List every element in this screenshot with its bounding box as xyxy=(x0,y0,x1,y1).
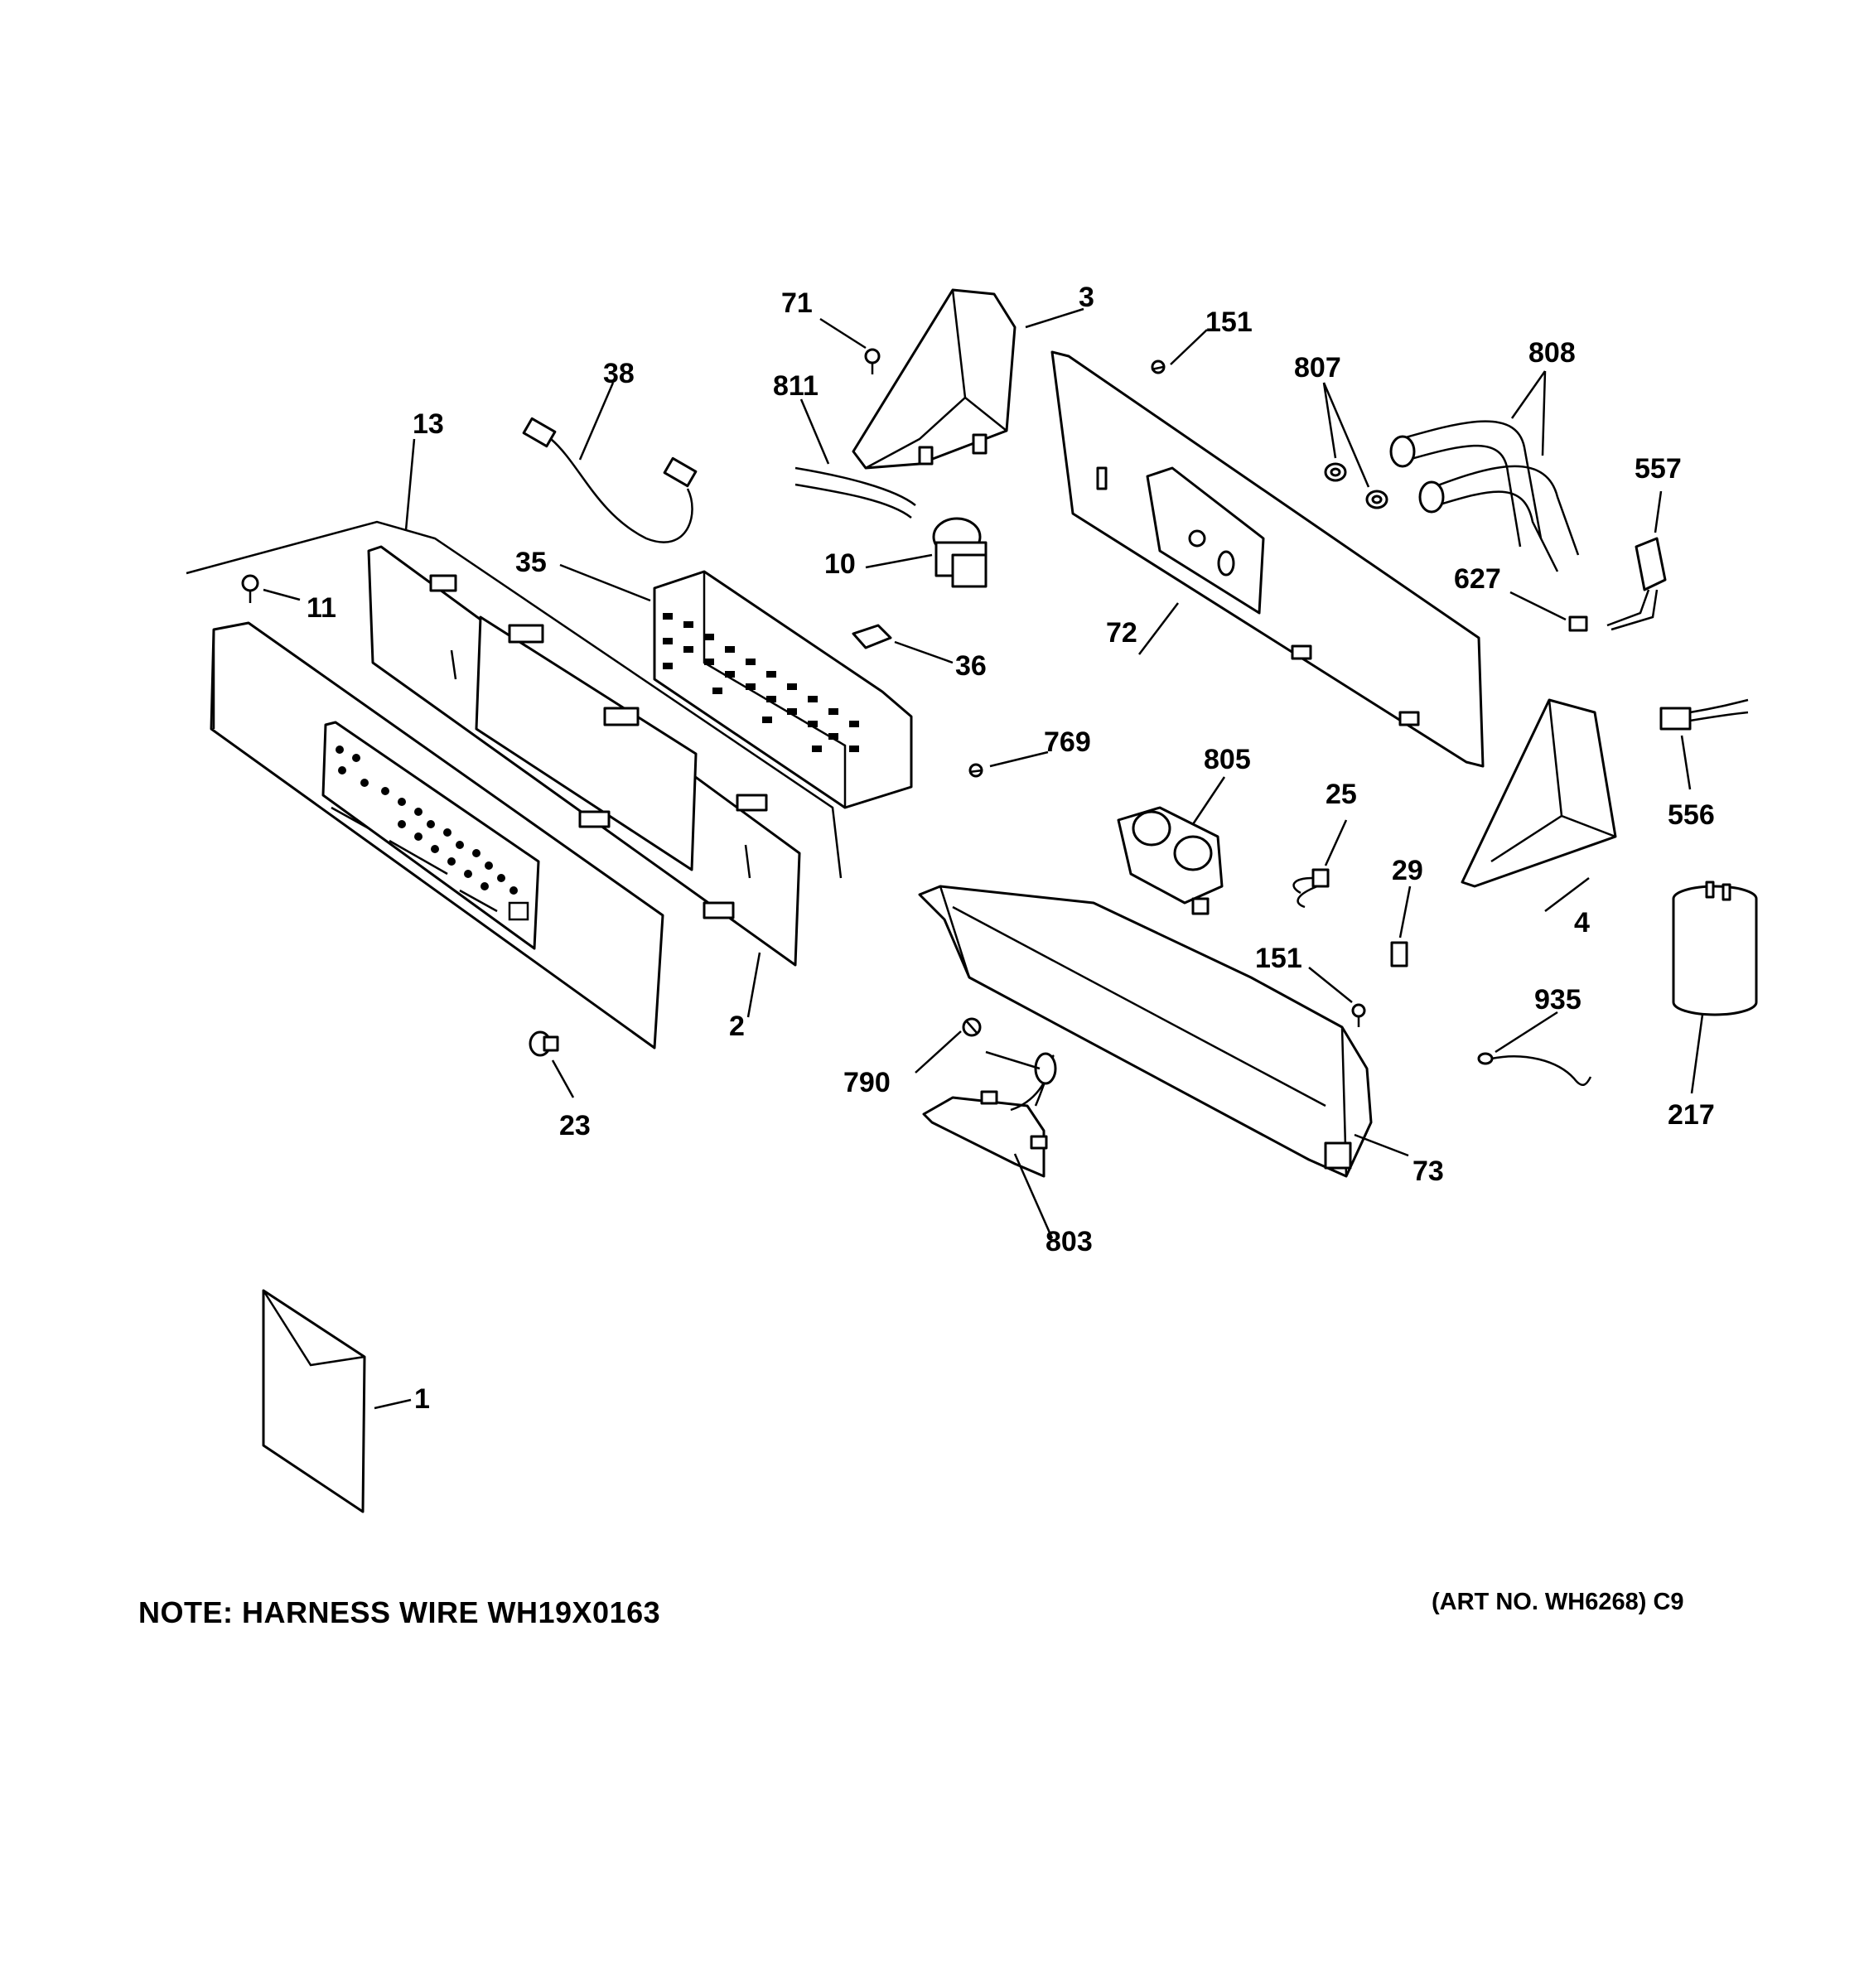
part-2-console-frame xyxy=(367,545,801,967)
callout-73: 73 xyxy=(1412,1156,1444,1187)
part-4-side-bracket xyxy=(1461,698,1617,888)
callout-labels: 13 38 71 3 811 151 807 808 557 627 35 10… xyxy=(307,282,1715,1415)
part-557-switch xyxy=(1606,537,1667,631)
screw-11 xyxy=(241,574,259,603)
art-number: (ART NO. WH6268) C9 xyxy=(1432,1589,1684,1615)
part-805-water-valve xyxy=(1117,806,1224,915)
screw-71 xyxy=(864,348,881,374)
screw-151-bottom xyxy=(1351,1003,1366,1027)
callout-217: 217 xyxy=(1668,1099,1715,1131)
callout-72: 72 xyxy=(1106,617,1137,649)
callout-29: 29 xyxy=(1392,855,1423,886)
callout-10: 10 xyxy=(824,548,856,580)
part-10-pressure-switch xyxy=(932,517,988,588)
callout-13: 13 xyxy=(413,408,444,440)
part-808-fill-hoses xyxy=(1389,420,1580,572)
part-25-sensor xyxy=(1292,868,1330,909)
part-790-clamp xyxy=(962,1017,982,1037)
screw-769 xyxy=(968,763,983,778)
callout-557: 557 xyxy=(1635,453,1682,485)
callout-23: 23 xyxy=(559,1110,591,1141)
screw-151-top xyxy=(1151,359,1166,374)
callout-4: 4 xyxy=(1574,907,1590,939)
callout-803: 803 xyxy=(1045,1226,1093,1257)
callout-151-bottom: 151 xyxy=(1255,943,1302,974)
callout-807: 807 xyxy=(1294,352,1341,384)
part-556-connector xyxy=(1659,698,1749,731)
part-72-backsplash xyxy=(1050,350,1485,768)
callout-556: 556 xyxy=(1668,799,1715,831)
harness-note: NOTE: HARNESS WIRE WH19X0163 xyxy=(138,1595,661,1629)
part-front-control-panel xyxy=(210,621,664,1049)
part-13-trim xyxy=(186,520,843,879)
callout-790: 790 xyxy=(843,1067,891,1098)
callout-935: 935 xyxy=(1534,984,1582,1016)
callout-1: 1 xyxy=(414,1383,430,1415)
button-grid xyxy=(336,746,529,921)
callout-11: 11 xyxy=(307,592,336,624)
part-807-washers xyxy=(1324,462,1388,509)
callout-2: 2 xyxy=(729,1011,745,1042)
part-23-knob xyxy=(529,1030,559,1057)
callout-811: 811 xyxy=(773,370,819,402)
callout-808: 808 xyxy=(1528,337,1576,369)
part-36-clip xyxy=(852,624,892,649)
callout-35: 35 xyxy=(515,547,547,578)
part-217-capacitor xyxy=(1672,881,1758,1016)
part-803-assembly xyxy=(922,1052,1057,1178)
callout-36: 36 xyxy=(955,650,987,682)
part-811-tube xyxy=(794,466,916,519)
callout-151-top: 151 xyxy=(1205,306,1253,338)
callout-805: 805 xyxy=(1204,744,1251,775)
callout-3: 3 xyxy=(1079,282,1094,313)
callout-769: 769 xyxy=(1044,726,1091,758)
callout-627: 627 xyxy=(1454,563,1501,595)
part-29-clip xyxy=(1390,941,1408,967)
leader-lines xyxy=(263,307,1704,1410)
slot-grid xyxy=(663,613,859,752)
part-627-plug xyxy=(1568,615,1588,632)
part-1-envelope xyxy=(262,1289,366,1513)
part-3-end-cap xyxy=(852,288,1017,470)
callout-25: 25 xyxy=(1326,779,1357,810)
callout-71: 71 xyxy=(781,287,813,319)
part-73-rear-channel xyxy=(918,885,1373,1178)
callout-38: 38 xyxy=(603,358,635,389)
part-38-wire-harness xyxy=(522,417,698,543)
part-35-bracket xyxy=(653,570,913,809)
part-935-wire xyxy=(1477,1052,1592,1086)
